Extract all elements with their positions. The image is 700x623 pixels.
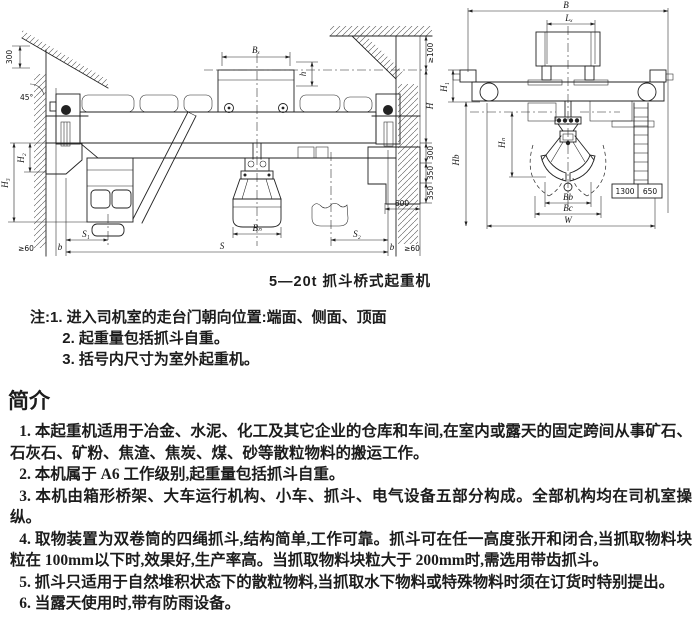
- ghost-bucket: [311, 202, 349, 227]
- dim-label-ge100: ≥100: [426, 42, 435, 63]
- front-dimensions-right: ≥100 H 300 350 350 600: [384, 35, 435, 214]
- grab-side: [540, 100, 596, 192]
- notes-block: 注:1. 进入司机室的走台门朝向位置:端面、侧面、顶面 2. 起重量包括抓斗自重…: [30, 307, 700, 370]
- dim-label-b-left: b: [58, 242, 63, 252]
- dim-label-300-top: 300: [5, 50, 14, 65]
- grab-front: [232, 142, 282, 228]
- intro-paragraph-6: 6. 当露天使用时,带有防雨设备。: [19, 595, 241, 612]
- dim-label-s2: S₂: [353, 229, 361, 239]
- intro-paragraph-1: 1. 本起重机适用于冶金、水泥、化工及其它企业的仓库和车间,在室内或露天的固定跨…: [10, 423, 692, 462]
- dim-label-ge60-right: ≥60: [404, 244, 420, 253]
- ladder: [633, 102, 649, 185]
- side-dimension-hn: Hₙ: [497, 111, 546, 178]
- dim-label-45deg: 45°: [20, 93, 34, 102]
- dim-label-ge60-left: ≥60: [18, 244, 34, 253]
- side-view-drawing: B Lₓ: [439, 0, 674, 229]
- front-dimensions-bottom: S₁ S₂ S ≥60 b b ≥60: [18, 150, 420, 256]
- cab-window: [90, 189, 111, 209]
- side-dimensions-top: B Lₓ: [467, 0, 669, 213]
- intro-paragraph-4: 4. 取物装置为双卷筒的四绳抓斗,结构简单,工作可靠。抓斗可在任一高度张开和闭合…: [10, 530, 692, 570]
- intro-paragraph-3: 3. 本机由箱形桥架、大车运行机构、小车、抓斗、电气设备五部分构成。全部机构均在…: [10, 487, 692, 527]
- front-dimensions-left: 300 45° H₂ H₃: [0, 45, 87, 223]
- dim-label-600: 600: [395, 199, 410, 208]
- dim-label-650: 650: [643, 187, 658, 196]
- dim-label-s: S: [220, 241, 225, 251]
- dim-label-1300: 1300: [615, 187, 634, 196]
- front-dimension-bn: Bₙ: [232, 223, 282, 238]
- dim-label-H: H: [425, 102, 435, 110]
- dim-label-bc: Bc: [563, 203, 573, 213]
- note-item-3: 3. 括号内尺寸为室外起重机。: [62, 351, 259, 368]
- dim-label-h: h: [298, 71, 308, 76]
- intro-heading: 简介: [8, 390, 50, 413]
- dim-label-lx: Lₓ: [564, 13, 573, 23]
- dim-label-w: W: [564, 215, 573, 225]
- dim-label-hb: Hb: [451, 154, 461, 166]
- note-line-1: 注:1. 进入司机室的走台门朝向位置:端面、侧面、顶面: [30, 307, 700, 328]
- front-view-drawing: 300 45° H₂ H₃ Bₓ h: [0, 26, 435, 257]
- figure-caption: 5—20t 抓斗桥式起重机: [268, 274, 432, 290]
- left-end-truck: [45, 93, 89, 147]
- dim-label-B: B: [563, 0, 569, 10]
- cab-stairs: [132, 111, 197, 224]
- dim-label-350a: 350: [426, 166, 435, 181]
- notes-label: 注:: [30, 309, 50, 326]
- travel-wheel: [637, 82, 657, 102]
- operator-cab: [86, 157, 134, 248]
- bridge-side: [452, 69, 674, 128]
- dim-label-h3: H₃: [0, 178, 10, 189]
- right-wall: [329, 26, 433, 257]
- travel-wheel: [479, 82, 499, 102]
- note-item-2: 2. 起重量包括抓斗自重。: [62, 330, 229, 347]
- crane-wheel: [383, 105, 393, 115]
- grab-open-outline: [529, 144, 607, 197]
- side-dimensions-bottom: Bb Bc W: [486, 103, 656, 229]
- dim-label-b-right: b: [390, 242, 395, 252]
- intro-paragraph-2: 2. 本机属于 A6 工作级别,起重量包括抓斗自重。: [19, 466, 345, 483]
- front-dimensions-trolley: Bₓ h: [221, 45, 318, 87]
- dimension-table: 1300 650: [611, 183, 663, 199]
- left-wall: [21, 30, 109, 257]
- dim-label-h2: H₂: [16, 153, 26, 164]
- dim-label-s1: S₁: [82, 229, 90, 239]
- left-corbel: [45, 142, 83, 175]
- dim-label-bx: Bₓ: [252, 45, 260, 55]
- dim-label-bn: Bₙ: [252, 223, 261, 233]
- bridge-girder: [79, 94, 397, 159]
- right-corbel: [367, 146, 421, 205]
- dim-label-bb: Bb: [563, 192, 573, 202]
- dim-label-350b: 350: [426, 186, 435, 201]
- intro-block: 1. 本起重机适用于冶金、水泥、化工及其它企业的仓库和车间,在室内或露天的固定跨…: [10, 421, 692, 615]
- side-dimension-hb: Hb: [451, 101, 468, 227]
- side-dimension-h1: H₁: [439, 69, 480, 103]
- crane-figure: 300 45° H₂ H₃ Bₓ h: [0, 0, 674, 257]
- dim-label-hn: Hₙ: [497, 138, 507, 149]
- dim-label-h1: H₁: [439, 82, 449, 93]
- intro-paragraph-5: 5. 抓斗只适用于自然堆积状态下的散粒物料,当抓取水下物料或特殊物料时须在订货时…: [19, 573, 675, 591]
- note-item-1: 1. 进入司机室的走台门朝向位置:端面、侧面、顶面: [50, 309, 387, 326]
- crane-wheel: [61, 105, 71, 115]
- trolley: [217, 69, 295, 113]
- dim-label-300-right: 300: [426, 146, 435, 161]
- cab-window: [111, 189, 132, 209]
